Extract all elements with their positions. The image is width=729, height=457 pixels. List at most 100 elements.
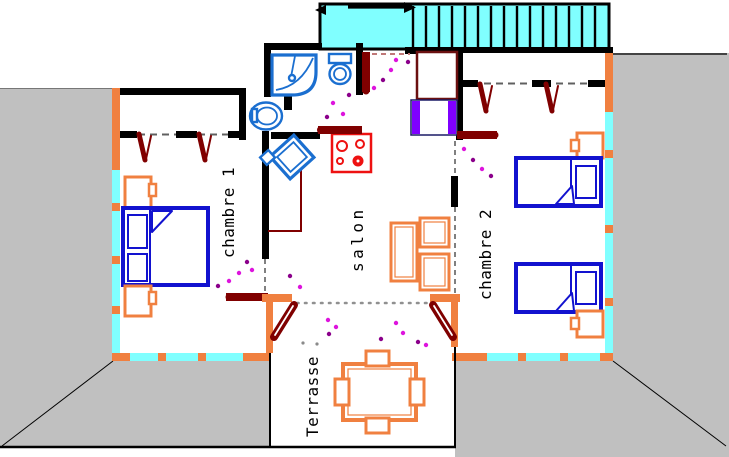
closet1-wall-seg-2 bbox=[176, 131, 197, 138]
shower-line bbox=[290, 55, 296, 78]
room-label-salon: salon bbox=[348, 206, 367, 272]
toilet-bowl bbox=[328, 62, 352, 86]
terrace bbox=[262, 294, 460, 447]
stove-icon bbox=[330, 132, 373, 174]
door-swing-dot bbox=[371, 85, 377, 91]
nightstand-knob bbox=[147, 290, 158, 306]
closets bbox=[113, 50, 609, 163]
sill-post bbox=[198, 353, 206, 361]
entry-wardrobe-left-side bbox=[412, 101, 420, 134]
door-swing-dot bbox=[215, 283, 221, 289]
nightstand bbox=[123, 175, 153, 210]
terrace-chair-top bbox=[364, 349, 391, 368]
entry-door-leaf bbox=[362, 52, 370, 92]
outside-ground bbox=[0, 53, 729, 457]
door-swing-dot bbox=[400, 330, 406, 336]
door-swing-dot bbox=[488, 173, 494, 179]
nightstand-knob bbox=[147, 182, 158, 198]
swing-trace-dot bbox=[301, 341, 305, 345]
stove-burner bbox=[355, 139, 365, 149]
sill-post bbox=[605, 225, 613, 233]
door-swing-dot bbox=[326, 331, 332, 337]
door-swing-dot bbox=[244, 259, 250, 265]
stove-burner bbox=[336, 157, 344, 165]
hanger-mark-icon bbox=[477, 81, 489, 114]
ground-diagonal-right bbox=[612, 360, 727, 447]
bed-pillow bbox=[575, 271, 597, 305]
hanger-mark-icon bbox=[486, 85, 493, 111]
door-swing-dot bbox=[324, 114, 330, 120]
sill-west-orange bbox=[112, 88, 120, 170]
sink-tap bbox=[258, 148, 277, 167]
hanger-mark-icon bbox=[196, 131, 208, 163]
room-label-chambre1: chambre 1 bbox=[219, 167, 238, 258]
staircase bbox=[315, 2, 611, 51]
bed-pillow bbox=[127, 214, 148, 249]
nightstand-knob bbox=[569, 316, 581, 331]
terrace-chair-bottom bbox=[364, 416, 391, 435]
sink-inner bbox=[275, 140, 309, 174]
nightstand-knob bbox=[569, 138, 581, 153]
outside-left-area bbox=[0, 88, 270, 447]
armchair-inner bbox=[423, 221, 446, 244]
nightstand bbox=[123, 284, 153, 318]
hanger-mark-icon bbox=[145, 135, 152, 160]
sill-south2-cyan bbox=[487, 353, 600, 361]
sill-post bbox=[605, 150, 613, 158]
kitchen-counter-edge bbox=[268, 170, 302, 232]
door-swing-dot bbox=[393, 57, 399, 63]
closet2-wall-seg-1 bbox=[459, 80, 478, 87]
terrace-chair-left bbox=[333, 377, 351, 407]
room-label-terrasse: Terrasse bbox=[303, 356, 322, 437]
hanger-mark-icon bbox=[552, 85, 559, 111]
wall-bathroom-north bbox=[264, 43, 322, 50]
door-swing-dot bbox=[287, 273, 293, 279]
bedroom2-furniture bbox=[514, 131, 605, 339]
sill-south1-corner-left bbox=[112, 353, 130, 361]
terrace-table bbox=[341, 362, 418, 422]
door-swing-dot bbox=[236, 270, 242, 276]
door-swing-dot bbox=[226, 278, 232, 284]
door-swing-dot bbox=[297, 284, 303, 290]
door-swing-dot bbox=[388, 67, 394, 73]
closet1-wall-seg-1 bbox=[113, 131, 137, 138]
closet2-wall-seg-3 bbox=[588, 80, 609, 87]
french-door-leaf-left-gap bbox=[274, 305, 294, 336]
wall-chambre2-west-stub bbox=[451, 176, 458, 207]
door-swing-dot bbox=[393, 320, 399, 326]
sill-post bbox=[560, 353, 568, 361]
door-swing-dot bbox=[405, 59, 411, 65]
wall-chambre1-north bbox=[113, 88, 245, 95]
sink-outer bbox=[267, 132, 317, 182]
wall-bathroom-west bbox=[264, 43, 271, 97]
door-hinge bbox=[317, 126, 325, 134]
armchair bbox=[418, 252, 451, 292]
sofa-inner bbox=[394, 226, 414, 278]
sill-post bbox=[605, 298, 613, 306]
wall-chambre1-east bbox=[262, 131, 269, 259]
ground-diagonal-left bbox=[1, 360, 114, 447]
sill-south1-cyan bbox=[130, 353, 243, 361]
sill-south2-corner-left bbox=[452, 353, 487, 361]
wall-niche-east-stub bbox=[284, 92, 292, 110]
door-swing-dot bbox=[333, 324, 339, 330]
closet2-wall-seg-2 bbox=[532, 80, 551, 87]
bed-pillow bbox=[127, 253, 148, 282]
washbasin-tap bbox=[250, 107, 259, 124]
sill-post bbox=[112, 256, 120, 264]
wall-niche-west bbox=[239, 88, 246, 140]
wall-chambre2-north bbox=[452, 47, 613, 53]
door-swing-dot bbox=[330, 100, 336, 106]
sill-south2-corner-right bbox=[600, 353, 613, 361]
hanger-mark-icon bbox=[205, 135, 212, 160]
kitchen bbox=[258, 132, 373, 232]
shower-drain bbox=[287, 73, 297, 83]
wall-entry-north bbox=[405, 47, 463, 54]
salon-furniture bbox=[389, 216, 451, 292]
hanger-mark-icon bbox=[543, 81, 555, 114]
stair-treads bbox=[411, 6, 597, 47]
door-swing-dots bbox=[215, 57, 494, 290]
bathroom-door-leaf bbox=[318, 126, 362, 134]
door-swing-dot bbox=[346, 92, 352, 98]
